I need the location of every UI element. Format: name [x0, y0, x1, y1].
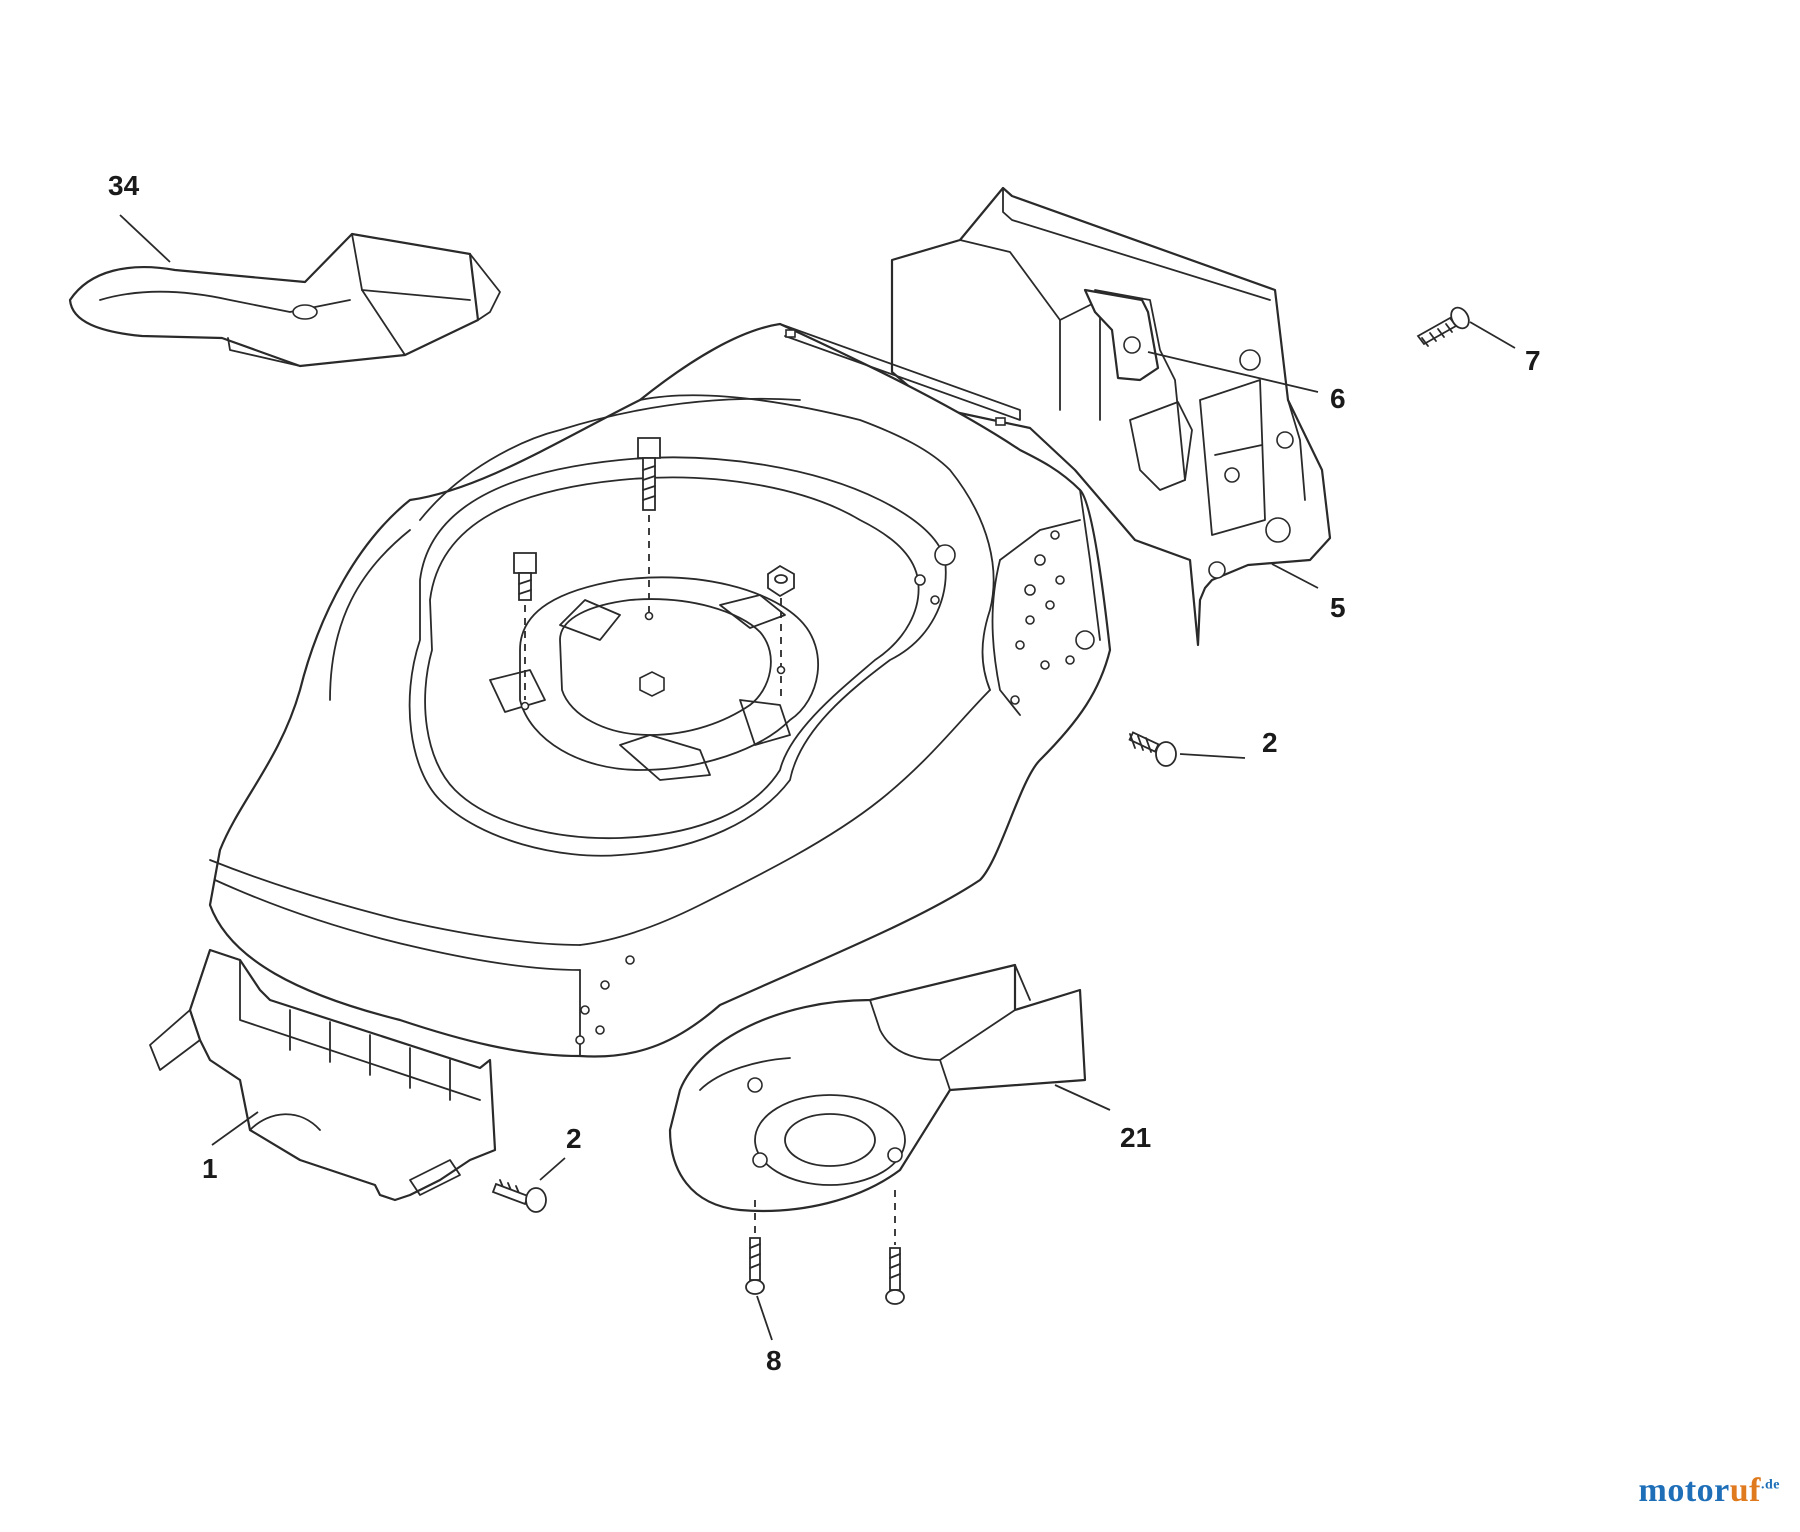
watermark-main: motor [1638, 1472, 1730, 1509]
callout-7: 7 [1525, 345, 1541, 376]
callout-8: 8 [766, 1345, 782, 1376]
part-2-bolt-side [1128, 731, 1246, 767]
watermark-accent: uf [1729, 1472, 1761, 1509]
callout-5: 5 [1330, 592, 1346, 623]
watermark-tld: .de [1761, 1477, 1780, 1493]
callout-2-front: 2 [566, 1123, 582, 1154]
part-2-bolt-front [491, 1157, 566, 1213]
part-6-bracket [1083, 288, 1319, 393]
part-21-side-chute [668, 963, 1111, 1213]
part-1-front-flap [149, 948, 497, 1202]
callout-6: 6 [1330, 383, 1346, 414]
watermark-logo: motoruf.de [1639, 1472, 1780, 1510]
callout-2-side: 2 [1262, 727, 1278, 758]
callout-34: 34 [108, 170, 140, 201]
part-7-screw [1416, 306, 1516, 349]
callout-1: 1 [202, 1153, 218, 1184]
mower-deck [208, 322, 1112, 1058]
part-34-deflector [68, 214, 501, 368]
deck-bolts [513, 437, 795, 711]
callout-21: 21 [1120, 1122, 1151, 1153]
part-8-screws [745, 1190, 905, 1341]
